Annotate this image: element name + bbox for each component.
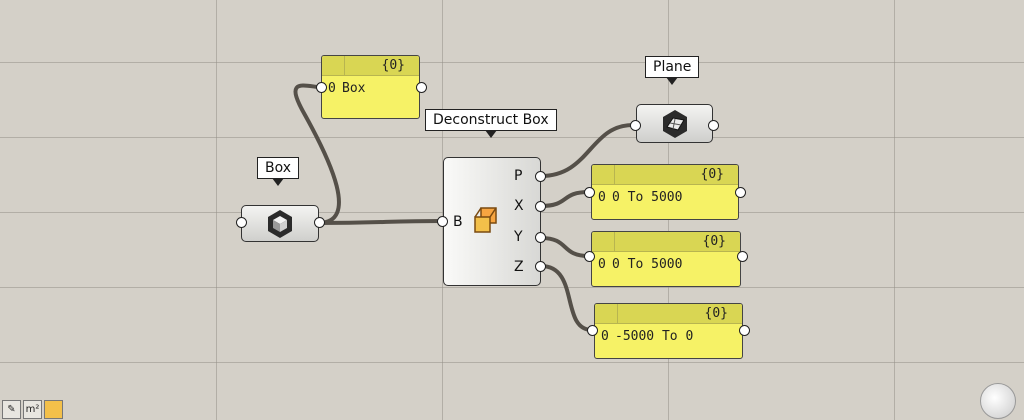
panel-row: 0 Box bbox=[322, 76, 419, 102]
panel-index: 0 bbox=[601, 329, 609, 344]
panel-y-output-grip[interactable] bbox=[737, 251, 748, 262]
box-param-icon bbox=[268, 209, 292, 238]
panel-value: 0 To 5000 bbox=[612, 257, 683, 272]
box-param-tooltip: Box bbox=[257, 157, 300, 186]
wire-box-to-panel bbox=[293, 83, 341, 225]
panel-z[interactable]: {0} 0 -5000 To 0 bbox=[594, 303, 743, 359]
panel-row: 0 -5000 To 0 bbox=[595, 324, 742, 350]
plane-param-output-grip[interactable] bbox=[708, 120, 719, 131]
panel-header: {0} bbox=[322, 56, 419, 76]
panel-index: 0 bbox=[598, 190, 606, 205]
panel-value: Box bbox=[342, 81, 366, 96]
output-label-y: Y bbox=[514, 229, 523, 245]
panel-x[interactable]: {0} 0 0 To 5000 bbox=[591, 164, 739, 220]
output-grip-z[interactable] bbox=[535, 261, 546, 272]
output-grip-x[interactable] bbox=[535, 201, 546, 212]
box-param-input-grip[interactable] bbox=[236, 217, 247, 228]
input-label-b: B bbox=[453, 214, 463, 230]
m2-icon[interactable]: m² bbox=[23, 400, 42, 419]
panel-index: 0 bbox=[598, 257, 606, 272]
deconstruct-box-icon bbox=[474, 207, 497, 233]
panel-box[interactable]: {0} 0 Box bbox=[321, 55, 420, 119]
wire-z-to-panel bbox=[539, 264, 594, 332]
input-grip-b[interactable] bbox=[437, 216, 448, 227]
canvas-statusbar: ✎ m² bbox=[2, 400, 63, 419]
panel-row: 0 0 To 5000 bbox=[592, 252, 740, 278]
wire-box-to-decon bbox=[316, 219, 443, 225]
panel-box-input-grip[interactable] bbox=[316, 82, 327, 93]
panel-x-output-grip[interactable] bbox=[735, 187, 746, 198]
output-grip-y[interactable] bbox=[535, 232, 546, 243]
panel-row: 0 0 To 5000 bbox=[592, 185, 738, 211]
box-param-output-grip[interactable] bbox=[314, 217, 325, 228]
wire-y-to-panel bbox=[539, 236, 591, 258]
output-label-z: Z bbox=[514, 259, 524, 275]
panel-index: 0 bbox=[328, 81, 336, 96]
panel-value: 0 To 5000 bbox=[612, 190, 683, 205]
deconstruct-box-component[interactable]: B P X Y Z bbox=[443, 157, 541, 286]
panel-header: {0} bbox=[592, 165, 738, 185]
navigator-widget-icon[interactable] bbox=[980, 383, 1016, 419]
output-label-x: X bbox=[514, 198, 524, 214]
plane-param-input-grip[interactable] bbox=[630, 120, 641, 131]
panel-y-input-grip[interactable] bbox=[584, 251, 595, 262]
wire-x-to-panel bbox=[539, 190, 591, 208]
deconstruct-box-tooltip: Deconstruct Box bbox=[425, 109, 557, 138]
panel-y[interactable]: {0} 0 0 To 5000 bbox=[591, 231, 741, 287]
plane-param-tooltip: Plane bbox=[645, 56, 700, 85]
box-mini-icon[interactable] bbox=[44, 400, 63, 419]
plane-param[interactable] bbox=[636, 104, 713, 143]
pin-icon[interactable]: ✎ bbox=[2, 400, 21, 419]
panel-x-input-grip[interactable] bbox=[584, 187, 595, 198]
box-param[interactable] bbox=[241, 205, 319, 242]
panel-value: -5000 To 0 bbox=[615, 329, 694, 344]
panel-header: {0} bbox=[592, 232, 740, 252]
output-label-p: P bbox=[514, 168, 523, 184]
panel-header: {0} bbox=[595, 304, 742, 324]
panel-box-output-grip[interactable] bbox=[416, 82, 427, 93]
panel-z-input-grip[interactable] bbox=[587, 325, 598, 336]
plane-param-icon bbox=[662, 109, 687, 138]
panel-z-output-grip[interactable] bbox=[739, 325, 750, 336]
wire-p-to-plane bbox=[539, 123, 635, 178]
output-grip-p[interactable] bbox=[535, 171, 546, 182]
